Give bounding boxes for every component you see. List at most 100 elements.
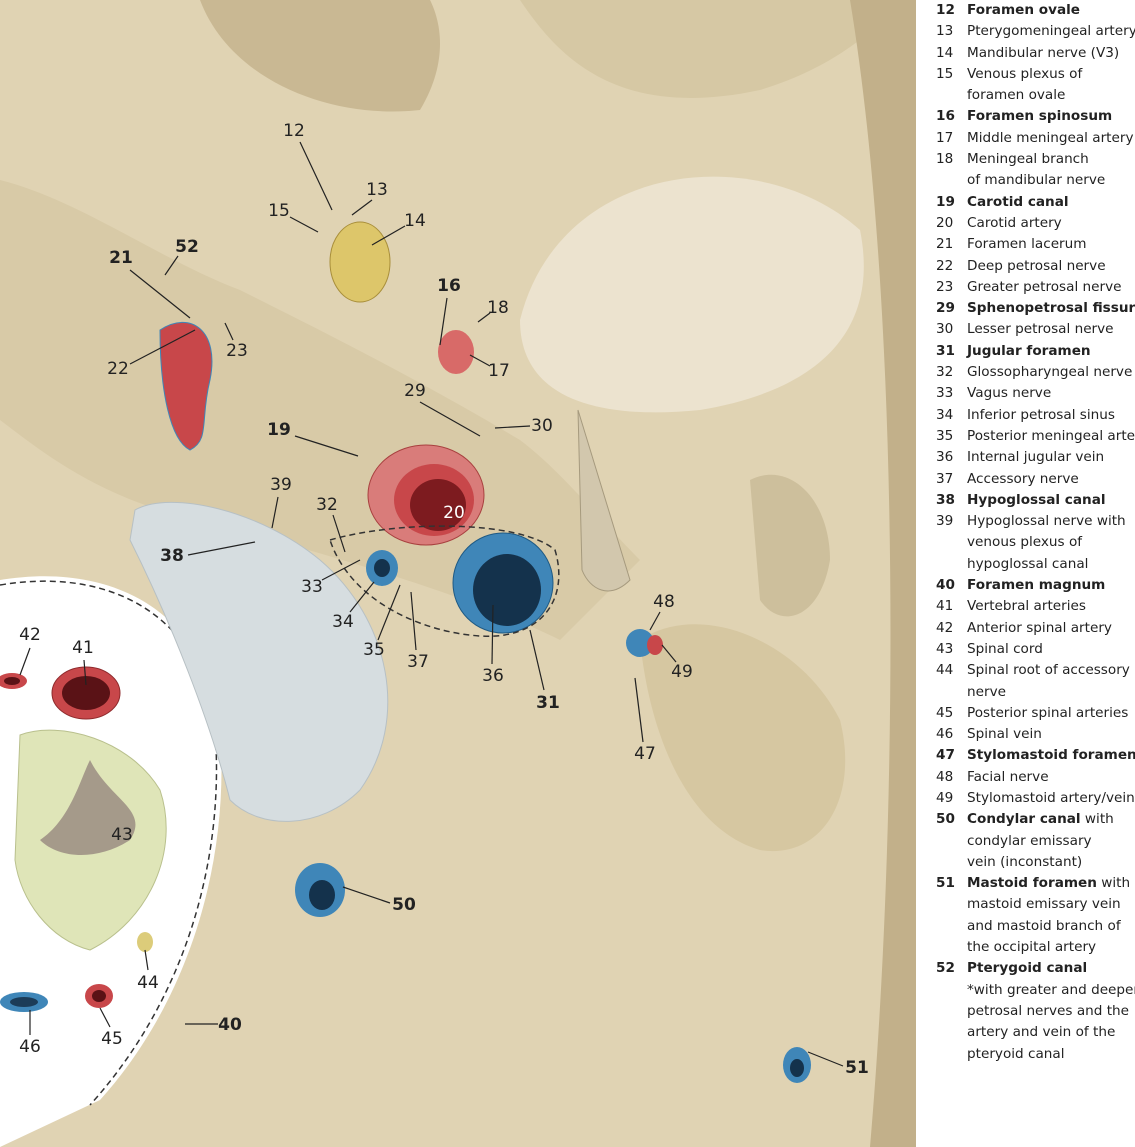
legend-number: 44 bbox=[936, 662, 954, 679]
legend-number: 43 bbox=[936, 640, 954, 657]
legend-description: mastoid emissary vein bbox=[967, 896, 1121, 913]
label-41: 41 bbox=[72, 638, 94, 658]
legend-text: Posterior spinal arteries bbox=[967, 703, 1135, 724]
legend-term: Carotid canal bbox=[967, 193, 1069, 210]
label-13: 13 bbox=[366, 180, 388, 200]
legend-item: 21 Foramen lacerum bbox=[936, 234, 1135, 255]
legend-number: 29 bbox=[936, 300, 955, 317]
legend-description: Spinal cord bbox=[967, 640, 1043, 657]
legend-description: Hypoglossal nerve with bbox=[967, 513, 1126, 530]
anatomy-drawing bbox=[0, 0, 916, 1147]
label-31: 31 bbox=[536, 693, 560, 713]
label-16: 16 bbox=[437, 276, 461, 296]
legend-text: Carotid artery bbox=[967, 213, 1135, 234]
legend-text: Carotid canal bbox=[967, 192, 1135, 213]
legend-text: Mandibular nerve (V3) bbox=[967, 43, 1135, 64]
legend-description: Posterior meningeal artery bbox=[967, 427, 1135, 444]
legend-description: nerve bbox=[967, 683, 1006, 700]
legend-description: Internal jugular vein bbox=[967, 449, 1105, 466]
legend-term: Stylomastoid foramen bbox=[967, 747, 1135, 764]
legend-text: Foramen magnum bbox=[967, 575, 1135, 596]
legend-description: Middle meningeal artery bbox=[967, 129, 1134, 146]
legend-number: 52 bbox=[936, 960, 955, 977]
legend-description: the occipital artery bbox=[967, 939, 1097, 956]
legend-number: 21 bbox=[936, 236, 954, 253]
label-52: 52 bbox=[175, 237, 199, 257]
legend-term: Hypoglossal canal bbox=[967, 491, 1106, 508]
legend-text: Foramen ovale bbox=[967, 0, 1135, 21]
legend-number: 37 bbox=[936, 470, 954, 487]
legend-number: 46 bbox=[936, 726, 954, 743]
legend-text: Anterior spinal artery bbox=[967, 618, 1135, 639]
label-14: 14 bbox=[404, 211, 426, 231]
legend-text: Jugular foramen bbox=[967, 341, 1135, 362]
legend-item: 37 Accessory nerve bbox=[936, 469, 1135, 490]
legend-text: Greater petrosal nerve bbox=[967, 277, 1135, 298]
skull-edge bbox=[850, 0, 916, 1147]
legend-number: 12 bbox=[936, 2, 955, 18]
label-29: 29 bbox=[404, 381, 426, 401]
legend-description: artery and vein of the bbox=[967, 1024, 1116, 1041]
legend-description: Meningeal branch bbox=[967, 151, 1089, 168]
mastoid-process bbox=[640, 624, 846, 852]
legend-item: 45 Posterior spinal arteries bbox=[936, 703, 1135, 724]
legend-number: 51 bbox=[936, 875, 955, 892]
label-23: 23 bbox=[226, 341, 248, 361]
legend-description: vein (inconstant) bbox=[967, 853, 1083, 870]
legend-description: hypoglossal canal bbox=[967, 555, 1089, 572]
legend-term: Foramen magnum bbox=[967, 577, 1106, 594]
legend-text: Foramen spinosum bbox=[967, 106, 1135, 127]
legend-text: Foramen lacerum bbox=[967, 234, 1135, 255]
legend-number: 41 bbox=[936, 598, 954, 615]
legend-text: Glossopharyngeal nerve bbox=[967, 362, 1135, 383]
label-38: 38 bbox=[160, 546, 184, 566]
legend-number: 45 bbox=[936, 704, 954, 721]
label-47: 47 bbox=[634, 744, 656, 764]
legend-text: Deep petrosal nerve bbox=[967, 256, 1135, 277]
label-39: 39 bbox=[270, 475, 292, 495]
legend-number: 20 bbox=[936, 214, 954, 231]
legend-item: 43 Spinal cord bbox=[936, 639, 1135, 660]
legend-number: 49 bbox=[936, 789, 954, 806]
label-33: 33 bbox=[301, 577, 323, 597]
legend-number: 23 bbox=[936, 278, 954, 295]
legend-description: and mastoid branch of bbox=[967, 917, 1121, 934]
legend-number: 31 bbox=[936, 342, 955, 359]
legend-description: Glossopharyngeal nerve bbox=[967, 364, 1133, 381]
legend-description: petrosal nerves and the bbox=[967, 1002, 1130, 1019]
legend-description: Mandibular nerve (V3) bbox=[967, 44, 1120, 61]
label-45: 45 bbox=[101, 1029, 123, 1049]
label-46: 46 bbox=[19, 1037, 41, 1057]
label-35: 35 bbox=[363, 640, 385, 660]
label-49: 49 bbox=[671, 662, 693, 682]
label-17: 17 bbox=[488, 361, 510, 381]
legend-number: 42 bbox=[936, 619, 954, 636]
legend-description: Lesser petrosal nerve bbox=[967, 321, 1114, 338]
label-15: 15 bbox=[268, 201, 290, 221]
label-20: 20 bbox=[443, 503, 465, 523]
legend-text: Stylomastoid foramen bbox=[967, 745, 1135, 766]
occipital-condyle bbox=[129, 501, 389, 822]
legend-text: Accessory nerve bbox=[967, 469, 1135, 490]
legend-description: pteryoid canal bbox=[967, 1045, 1065, 1062]
legend-number: 34 bbox=[936, 406, 954, 423]
legend-number: 39 bbox=[936, 513, 954, 530]
legend-term: Foramen spinosum bbox=[967, 108, 1113, 125]
legend-description: Facial nerve bbox=[967, 768, 1049, 785]
